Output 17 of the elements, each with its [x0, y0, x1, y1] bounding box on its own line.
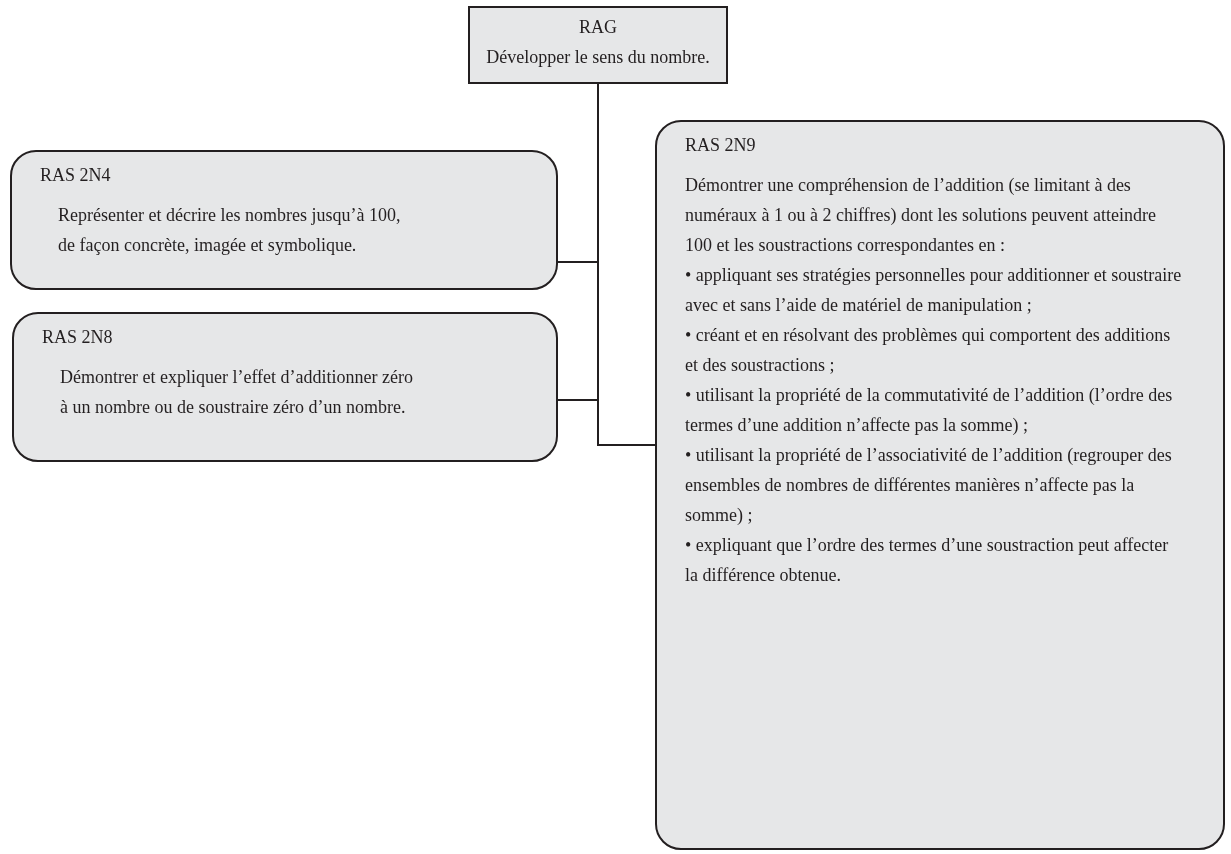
box-heading: RAS 2N8 — [42, 326, 114, 349]
outcome-box — [10, 150, 558, 290]
box-text: • créant et en résolvant des problèmes qui comportent des additions et des soustractions ; — [685, 324, 1172, 377]
outcome-box — [12, 312, 558, 462]
box-text: • utilisant la propriété de la commutativité de l’addition (l’ordre des termes d’une addition n’affecte pas la somme) ; — [685, 384, 1174, 437]
box-text: • utilisant la propriété de l’associativité de l’addition (regrouper des ensembles de nombres de différentes manières n’affecte pas la somme) ; — [685, 444, 1173, 527]
box-text: Démontrer et expliquer l’effet d’additionner zéro à un nombre ou de soustraire zéro d’un nombre. — [59, 366, 414, 419]
box-text: • appliquant ses stratégies personnelles pour additionner et soustraire avec et sans l’aide de matériel de manipulation ; — [685, 264, 1183, 317]
box-text: • expliquant que l’ordre des termes d’une soustraction peut affecter la différence obtenue. — [685, 534, 1170, 587]
box-text: Démontrer une compréhension de l’addition (se limitant à des numéraux à 1 ou à 2 chiffres) dont les solutions peuvent atteindre 100 et les soustractions correspondantes en : — [685, 174, 1158, 257]
box-text: Développer le sens du nombre. — [485, 46, 711, 69]
box-text: Représenter et décrire les nombres jusqu’à 100, de façon concrète, imagée et symbolique. — [57, 204, 402, 257]
box-heading: RAS 2N4 — [40, 164, 112, 187]
box-heading: RAS 2N9 — [685, 134, 757, 157]
box-heading: RAG — [578, 16, 618, 39]
outcome-box — [468, 6, 728, 84]
outcome-box — [655, 120, 1225, 850]
